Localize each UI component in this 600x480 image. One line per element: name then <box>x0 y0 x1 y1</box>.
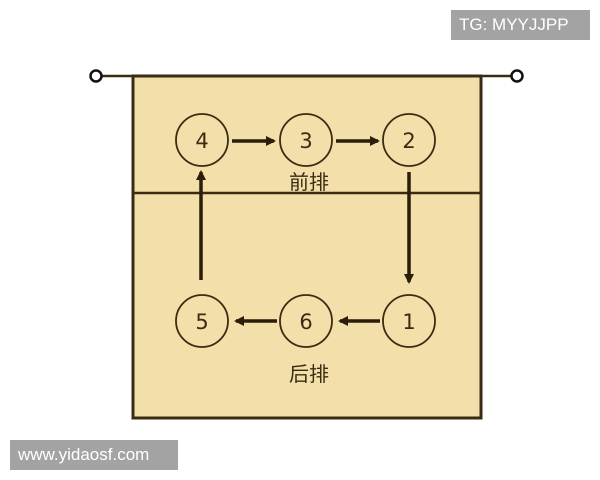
position-5-circle <box>175 294 229 348</box>
position-2-label: 2 <box>402 129 415 153</box>
position-4-circle <box>175 113 229 167</box>
position-1-label: 1 <box>402 310 415 334</box>
position-4-label: 4 <box>195 129 208 153</box>
watermark-top: TG: MYYJJPP <box>451 10 590 40</box>
position-6-circle <box>279 294 333 348</box>
position-5-label: 5 <box>195 310 208 334</box>
position-3-label: 3 <box>299 129 312 153</box>
front-row-label: 前排 <box>289 170 329 194</box>
position-6-label: 6 <box>299 310 312 334</box>
back-row-label: 后排 <box>289 362 329 386</box>
position-1-circle <box>382 294 436 348</box>
net-post-right <box>510 69 524 83</box>
net-post-left <box>89 69 103 83</box>
watermark-bottom: www.yidaosf.com <box>10 440 178 470</box>
position-3-circle <box>279 113 333 167</box>
position-2-circle <box>382 113 436 167</box>
